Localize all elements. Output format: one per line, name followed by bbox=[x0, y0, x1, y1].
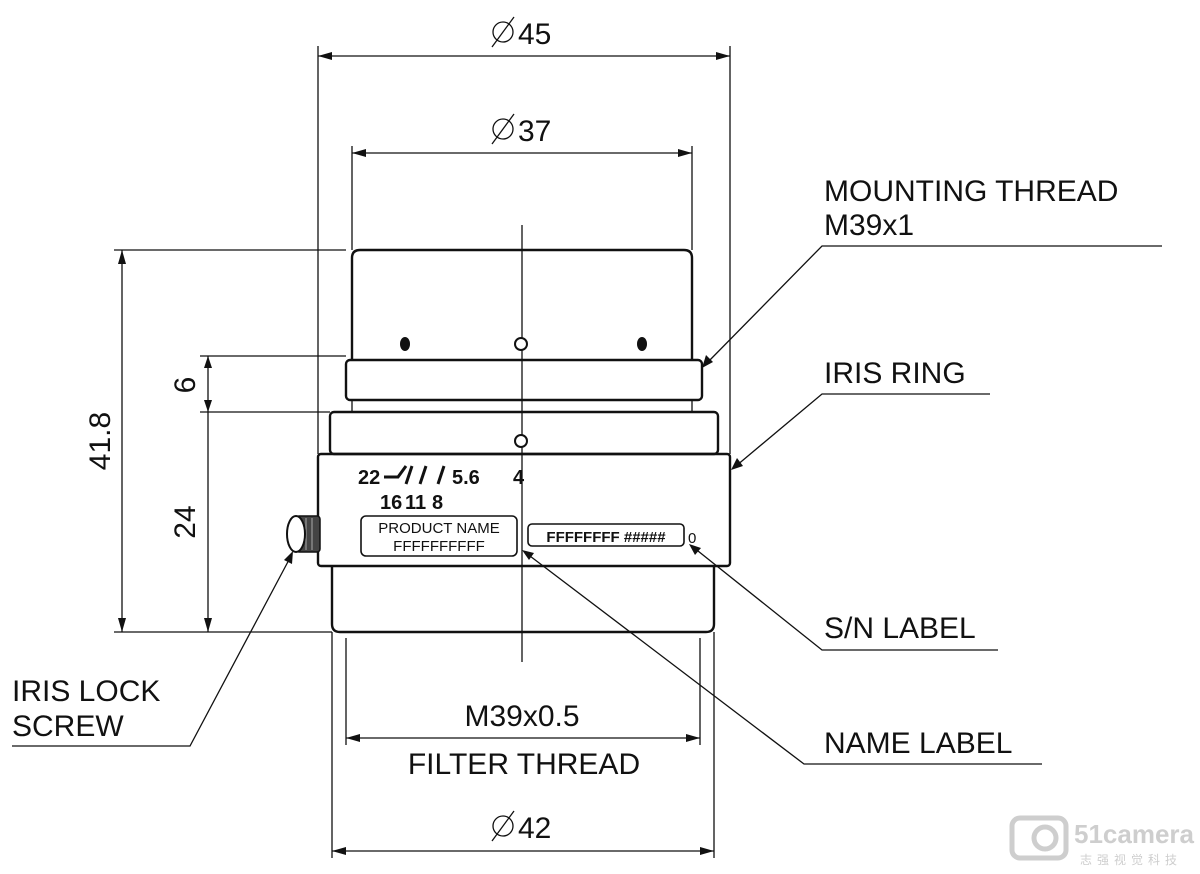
watermark-brand: 51camera bbox=[1074, 819, 1195, 849]
mount-dot-left bbox=[400, 337, 410, 351]
upper-body-ring bbox=[328, 410, 720, 456]
name-label-leader bbox=[525, 552, 1042, 765]
mounting-thread-leader bbox=[705, 245, 1162, 365]
iris-scale-8: 8 bbox=[432, 492, 443, 514]
mount-dot-center bbox=[514, 337, 528, 351]
dimension-lines bbox=[114, 46, 731, 858]
iris-lock-screw bbox=[286, 515, 321, 553]
sn-label-leader bbox=[692, 546, 998, 651]
serial-number-label: FFFFFFFF ##### 0 bbox=[527, 523, 696, 547]
product-name-label: PRODUCT NAME FFFFFFFFFF bbox=[360, 515, 518, 557]
serial-value: FFFFFFFF ##### bbox=[546, 529, 666, 546]
lens-body bbox=[316, 225, 732, 662]
iris-index-dot bbox=[514, 434, 528, 448]
watermark-tagline: 志强视觉科技 bbox=[1080, 852, 1182, 867]
filter-diameter-value: 42 bbox=[518, 812, 551, 845]
iris-ring-callout: IRIS RING bbox=[824, 357, 966, 390]
mount-diameter-value: 37 bbox=[518, 115, 551, 148]
iris-lock-leader bbox=[12, 555, 292, 747]
name-label-callout: NAME LABEL bbox=[824, 727, 1012, 760]
outer-diameter-dimension: 45 bbox=[491, 16, 551, 51]
iris-ring-body bbox=[316, 452, 732, 568]
serial-suffix: 0 bbox=[688, 530, 696, 547]
mount-step-ring bbox=[344, 358, 704, 402]
iris-scale-16: 16 bbox=[380, 492, 402, 514]
camera-logo-icon bbox=[1009, 815, 1069, 861]
total-length-value: 41.8 bbox=[84, 412, 117, 470]
mount-dot-right bbox=[637, 337, 647, 351]
filter-thread-name: FILTER THREAD bbox=[408, 748, 640, 781]
iris-scale-5-6: 5.6 bbox=[452, 467, 480, 489]
body-length-value: 24 bbox=[169, 505, 202, 538]
mount-diameter-dimension: 37 bbox=[491, 113, 551, 148]
iris-lock-callout-line1: IRIS LOCK bbox=[12, 675, 160, 708]
watermark: 51camera 志强视觉科技 bbox=[1009, 815, 1195, 867]
product-name-value: FFFFFFFFFF bbox=[393, 538, 485, 555]
outer-diameter-value: 45 bbox=[518, 18, 551, 51]
sn-label-callout: S/N LABEL bbox=[824, 612, 976, 645]
iris-ring-leader bbox=[735, 393, 990, 467]
iris-scale-ticks bbox=[384, 465, 446, 485]
mount-length-value: 6 bbox=[169, 377, 202, 394]
mounting-thread-callout-line2: M39x1 bbox=[824, 209, 914, 242]
iris-scale: 22 5.6 4 16 11 8 bbox=[358, 465, 525, 514]
mounting-thread-callout-line1: MOUNTING THREAD bbox=[824, 175, 1118, 208]
iris-scale-22: 22 bbox=[358, 467, 380, 489]
filter-diameter-dimension: 42 bbox=[491, 810, 551, 845]
iris-scale-4: 4 bbox=[513, 467, 525, 489]
filter-thread-size: M39x0.5 bbox=[464, 700, 579, 733]
filter-end bbox=[330, 566, 716, 634]
product-name-title: PRODUCT NAME bbox=[378, 520, 499, 537]
iris-scale-11: 11 bbox=[405, 492, 426, 514]
iris-lock-callout-line2: SCREW bbox=[12, 710, 124, 743]
callouts: MOUNTING THREAD M39x1 IRIS RING S/N LABE… bbox=[12, 175, 1162, 765]
dimension-texts: 45 37 42 M39x0.5 FILTER THREAD 41.8 6 24 bbox=[84, 16, 640, 845]
